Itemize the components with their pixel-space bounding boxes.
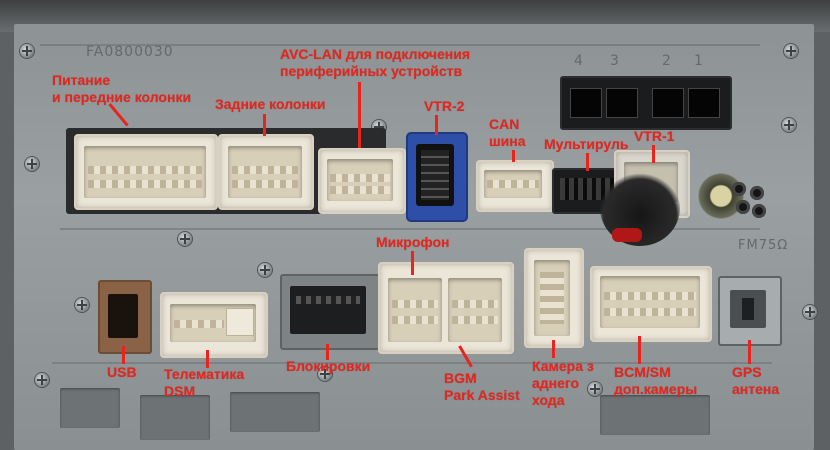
- label-locks: Блокировки: [286, 358, 371, 374]
- vent-slot: [140, 395, 210, 440]
- label-microphone: Микрофон: [376, 234, 450, 250]
- label-usb: USB: [107, 364, 137, 380]
- port-number: 3: [610, 53, 620, 69]
- pointer-line: [358, 82, 361, 148]
- screw-icon: [784, 44, 798, 58]
- power-front-speakers-connector: [74, 134, 218, 210]
- pointer-line: [638, 336, 641, 364]
- vent-slot: [230, 392, 320, 432]
- stencil-antenna: FM75Ω: [738, 238, 789, 253]
- pointer-line: [435, 115, 438, 135]
- screw-icon: [258, 263, 272, 277]
- rj-port-block: [560, 76, 732, 130]
- pointer-line: [512, 150, 515, 162]
- telematics-dsm-connector: [160, 292, 268, 358]
- label-bcm-sm: BCM/SM доп.камеры: [614, 364, 698, 397]
- avc-lan-connector: [318, 148, 406, 214]
- pointer-line: [411, 251, 414, 275]
- pointer-line: [122, 346, 125, 364]
- pointer-line: [748, 340, 751, 364]
- rear-camera-connector: [524, 248, 584, 348]
- label-can-bus: CAN шина: [489, 116, 526, 149]
- pointer-line: [326, 344, 329, 360]
- label-gps-antenna: GPS антена: [732, 364, 780, 397]
- label-bgm-park-assist: BGM Park Assist: [444, 370, 520, 403]
- bcm-sm-connector: [590, 266, 712, 342]
- vtr2-connector: [406, 132, 468, 222]
- port-number: 1: [694, 53, 704, 69]
- port-number: 2: [662, 53, 672, 69]
- pointer-line: [206, 350, 209, 368]
- port-number: 4: [574, 53, 584, 69]
- screw-icon: [178, 232, 192, 246]
- black-plugs: [722, 182, 770, 222]
- label-rear-camera: Камера з аднего хода: [532, 358, 594, 408]
- panel-rib-bottom: [52, 362, 772, 364]
- rear-speakers-connector: [218, 134, 314, 210]
- usb-connector: [98, 280, 152, 354]
- vent-slot: [600, 395, 710, 435]
- screw-icon: [25, 157, 39, 171]
- label-power-front-speakers: Питание и передние колонки: [52, 72, 192, 105]
- gps-antenna-connector: [718, 276, 782, 346]
- label-vtr1: VTR-1: [634, 128, 675, 144]
- microphone-bgm-connector: [378, 262, 514, 354]
- label-telematics-dsm: Телематика DSM: [164, 366, 245, 399]
- locks-connector: [280, 274, 380, 350]
- pointer-line: [652, 145, 655, 163]
- pointer-line: [586, 153, 589, 171]
- label-avc-lan: AVC-LAN для подключения периферийных уст…: [280, 46, 471, 79]
- screw-icon: [782, 118, 796, 132]
- screw-icon: [75, 298, 89, 312]
- screw-icon: [803, 305, 817, 319]
- label-vtr2: VTR-2: [424, 98, 465, 114]
- label-multiwheel: Мультируль: [544, 136, 629, 152]
- label-rear-speakers: Задние колонки: [215, 96, 326, 112]
- screw-icon: [20, 44, 34, 58]
- stencil-part-number: FA0800030: [86, 44, 174, 60]
- pointer-line: [552, 340, 555, 358]
- vent-slot: [60, 388, 120, 428]
- panel-rib-middle: [60, 228, 760, 230]
- pointer-line: [263, 114, 266, 136]
- screw-icon: [588, 382, 602, 396]
- red-wire: [612, 228, 642, 242]
- can-bus-connector: [476, 160, 554, 212]
- screw-icon: [318, 367, 332, 381]
- fm-antenna-socket: [696, 170, 746, 222]
- screw-icon: [35, 373, 49, 387]
- panel-rib-top: [40, 44, 760, 46]
